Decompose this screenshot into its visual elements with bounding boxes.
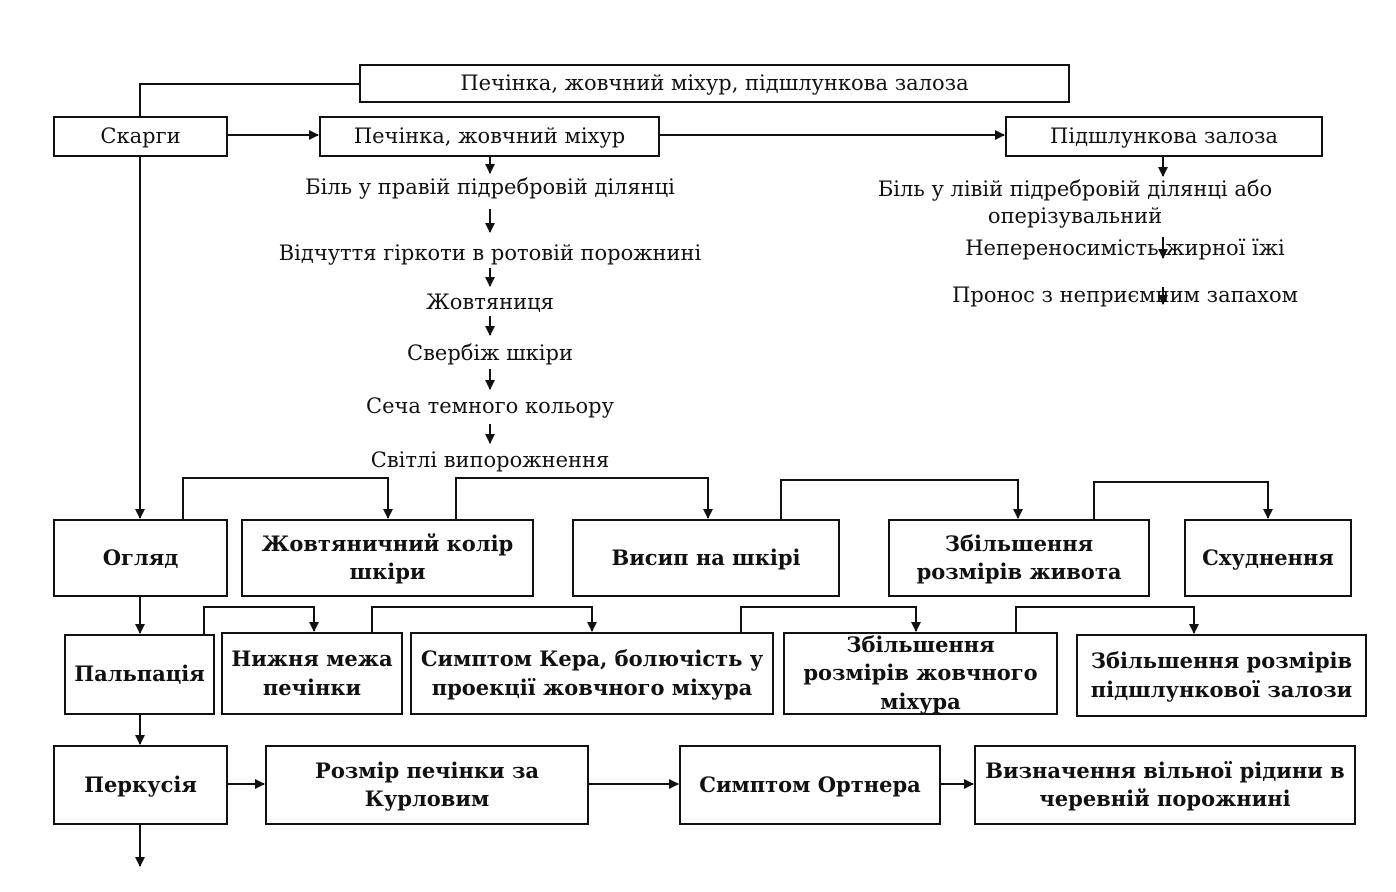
- box-pancreas-enlargement: Збільшення розмірів підшлункової залози: [1076, 634, 1367, 717]
- box-pancreas: Підшлункова залоза: [1005, 116, 1323, 157]
- connector-palpation-to-liverlower: [203, 606, 319, 634]
- box-label: Печінка, жовчний міхур: [353, 124, 626, 149]
- box-examination: Огляд: [53, 519, 228, 597]
- box-label: Схуднення: [1202, 544, 1334, 570]
- box-label: Збільшення розмірів підшлункової залози: [1090, 648, 1353, 702]
- box-weight-loss: Схуднення: [1184, 519, 1352, 597]
- box-palpation: Пальпація: [64, 634, 215, 715]
- box-label: Жовтяничний колір шкіри: [261, 530, 514, 584]
- connector-top-to-complaints: [139, 83, 360, 117]
- box-liver-lower-border: Нижня межа печінки: [221, 632, 403, 715]
- liver-symptom-6: Світлі випорожнення: [370, 448, 610, 472]
- liver-symptom-3: Жовтяниця: [426, 290, 554, 314]
- liver-symptom-1: Біль у правій підребровій ділянці: [305, 175, 675, 199]
- box-free-fluid: Визначення вільної рідини в черевній пор…: [974, 745, 1356, 825]
- box-liver-gallbladder: Печінка, жовчний міхур: [319, 116, 660, 157]
- box-label: Перкусія: [84, 771, 197, 797]
- pancreas-symptom-3: Пронос з неприємним запахом: [952, 283, 1298, 307]
- box-skin-rash: Висип на шкірі: [572, 519, 840, 597]
- box-label: Розмір печінки за Курловим: [315, 757, 539, 811]
- pancreas-symptom-2: Непереносимість жирної їжі: [965, 236, 1285, 260]
- box-label: Збільшення розмірів живота: [916, 530, 1122, 584]
- box-label: Огляд: [102, 544, 179, 570]
- box-liver-gallbladder-pancreas: Печінка, жовчний міхур, підшлункова зало…: [359, 64, 1070, 103]
- box-kurlov-liver-size: Розмір печінки за Курловим: [265, 745, 589, 825]
- box-complaints: Скарги: [53, 116, 228, 157]
- box-ker-symptom: Симптом Кера, болючість у проекції жовчн…: [410, 632, 774, 715]
- connector-jaundice-to-rash: [455, 477, 713, 519]
- box-label: Пальпація: [74, 661, 205, 687]
- connector-rash-to-abdomen: [780, 479, 1023, 519]
- box-jaundice-skin: Жовтяничний колір шкіри: [241, 519, 534, 597]
- pancreas-symptom-1: Біль у лівій підребровій ділянці або опе…: [877, 177, 1273, 229]
- box-label: Симптом Кера, болючість у проекції жовчн…: [420, 646, 764, 700]
- box-label: Симптом Ортнера: [699, 771, 921, 797]
- connector-ker-to-gbenlarge: [740, 606, 921, 634]
- box-label: Нижня межа печінки: [231, 646, 393, 700]
- connector-exam-to-jaundice: [182, 477, 393, 519]
- connector-liverlower-to-ker: [371, 606, 597, 634]
- box-abdomen-enlargement: Збільшення розмірів живота: [888, 519, 1150, 597]
- box-label: Підшлункова залоза: [1050, 124, 1278, 149]
- box-label: Печінка, жовчний міхур, підшлункова зало…: [460, 71, 969, 96]
- box-label: Висип на шкірі: [611, 544, 801, 570]
- box-gallbladder-enlargement: Збільшення розмірів жовчного міхура: [783, 632, 1058, 715]
- liver-symptom-2: Відчуття гіркоти в ротовій порожнині: [278, 241, 702, 265]
- box-label: Збільшення розмірів жовчного міхура: [803, 631, 1038, 714]
- box-label: Визначення вільної рідини в черевній пор…: [985, 757, 1345, 811]
- liver-symptom-4: Свербіж шкіри: [407, 341, 573, 365]
- connector-gbenlarge-to-pancreasenlarge: [1015, 606, 1199, 634]
- box-label: Скарги: [100, 124, 181, 149]
- liver-symptom-5: Сеча темного кольору: [366, 394, 614, 418]
- connector-abdomen-to-weightloss: [1093, 481, 1273, 519]
- box-percussion: Перкусія: [53, 745, 228, 825]
- box-ortner-symptom: Симптом Ортнера: [679, 745, 941, 825]
